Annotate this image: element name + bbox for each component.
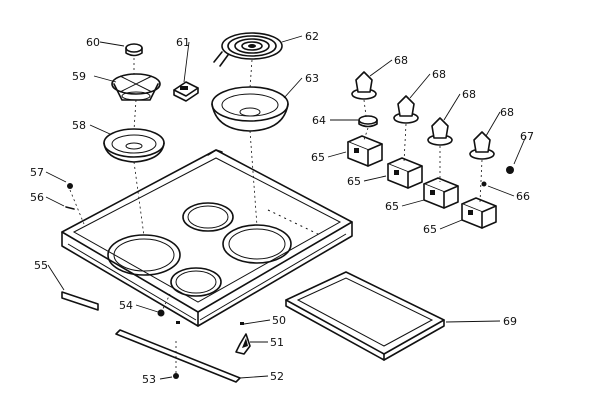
part-68-knob-4 <box>469 131 495 160</box>
part-68-knob-2 <box>393 95 419 124</box>
leader-lines <box>45 35 527 380</box>
assembly-lines <box>69 58 483 373</box>
callout-68d: 68 <box>500 106 514 119</box>
callout-50: 50 <box>272 314 286 327</box>
callout-61: 61 <box>176 36 190 49</box>
callout-68b: 68 <box>432 68 446 81</box>
part-58-drip-bowl <box>103 128 165 163</box>
callout-67: 67 <box>520 130 534 143</box>
callout-57: 57 <box>30 166 44 179</box>
part-65-switch-1 <box>347 135 383 167</box>
part-63-drip-bowl <box>211 86 289 132</box>
part-59-receptacle <box>111 73 161 101</box>
part-55-trim <box>61 291 99 311</box>
callout-68c: 68 <box>462 88 476 101</box>
callout-66: 66 <box>516 190 530 203</box>
part-51-clip <box>235 333 251 355</box>
callout-65a: 65 <box>311 151 325 164</box>
callout-65c: 65 <box>385 200 399 213</box>
callout-62: 62 <box>305 30 319 43</box>
callout-69: 69 <box>503 315 517 328</box>
cooktop-main-top <box>61 149 353 327</box>
part-53-screw <box>173 373 179 379</box>
callout-51: 51 <box>270 336 284 349</box>
callout-55: 55 <box>34 259 48 272</box>
callout-63: 63 <box>305 72 319 85</box>
part-62-coil-element <box>213 32 283 67</box>
part-64-spacer <box>358 115 378 128</box>
part-69-panel <box>285 271 445 361</box>
callout-labels: 60 61 62 59 63 68 68 68 68 58 64 67 57 6… <box>30 30 534 386</box>
part-61-terminal-block <box>173 81 199 102</box>
callout-65d: 65 <box>423 223 437 236</box>
callout-59: 59 <box>72 70 86 83</box>
part-56-clip <box>65 206 75 210</box>
part-68-knob-1 <box>351 71 377 100</box>
callout-65b: 65 <box>347 175 361 188</box>
part-67-indicator <box>506 166 514 174</box>
part-66-screw <box>481 181 487 187</box>
part-57-screw <box>67 183 73 189</box>
callout-58: 58 <box>72 119 86 132</box>
callout-56: 56 <box>30 191 44 204</box>
callout-60: 60 <box>86 36 100 49</box>
part-65-switch-4 <box>461 197 497 229</box>
part-68-knob-3 <box>427 117 453 146</box>
callout-68a: 68 <box>394 54 408 67</box>
callout-53: 53 <box>142 373 156 386</box>
part-60-cap <box>125 43 143 57</box>
part-65-switch-3 <box>423 177 459 209</box>
callout-54: 54 <box>119 299 133 312</box>
callout-64: 64 <box>312 114 326 127</box>
callout-52: 52 <box>270 370 284 383</box>
part-52-strip <box>115 329 241 383</box>
part-65-switch-2 <box>387 157 423 189</box>
